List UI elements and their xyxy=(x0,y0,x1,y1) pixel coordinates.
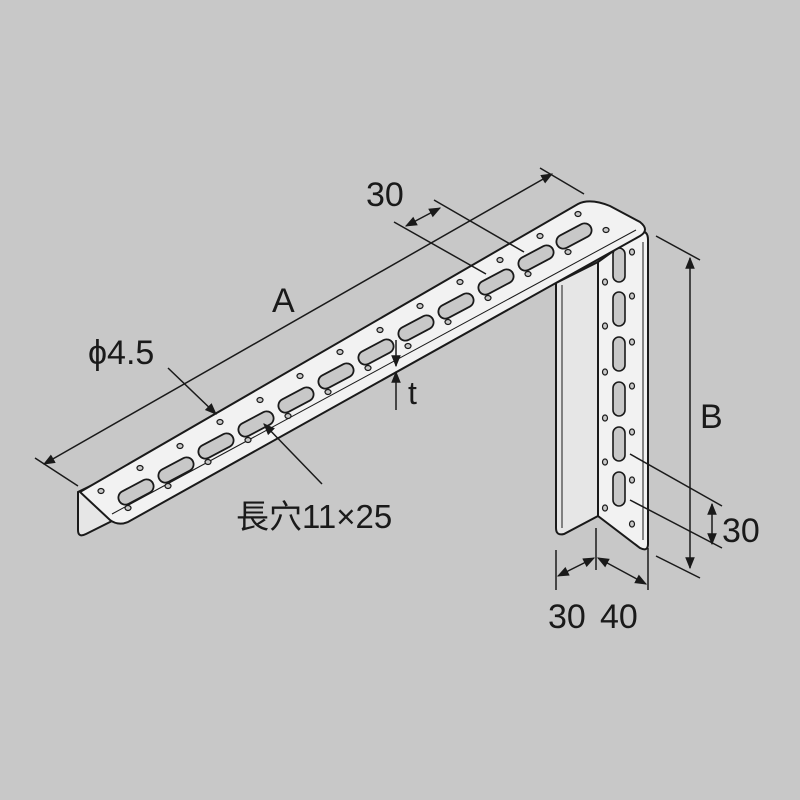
label-hole-diameter: ϕ4.5 xyxy=(88,334,154,372)
dimension-lines xyxy=(34,167,723,590)
label-length-a: A xyxy=(272,282,295,320)
label-height-b: B xyxy=(700,398,723,436)
label-pitch-side: 30 xyxy=(722,512,760,550)
label-flange-width-2: 40 xyxy=(600,598,638,636)
label-pitch-top: 30 xyxy=(366,176,404,214)
label-thickness: t xyxy=(408,375,417,411)
label-slot: 長穴11×25 xyxy=(236,498,392,535)
label-flange-width-1: 30 xyxy=(548,598,586,636)
